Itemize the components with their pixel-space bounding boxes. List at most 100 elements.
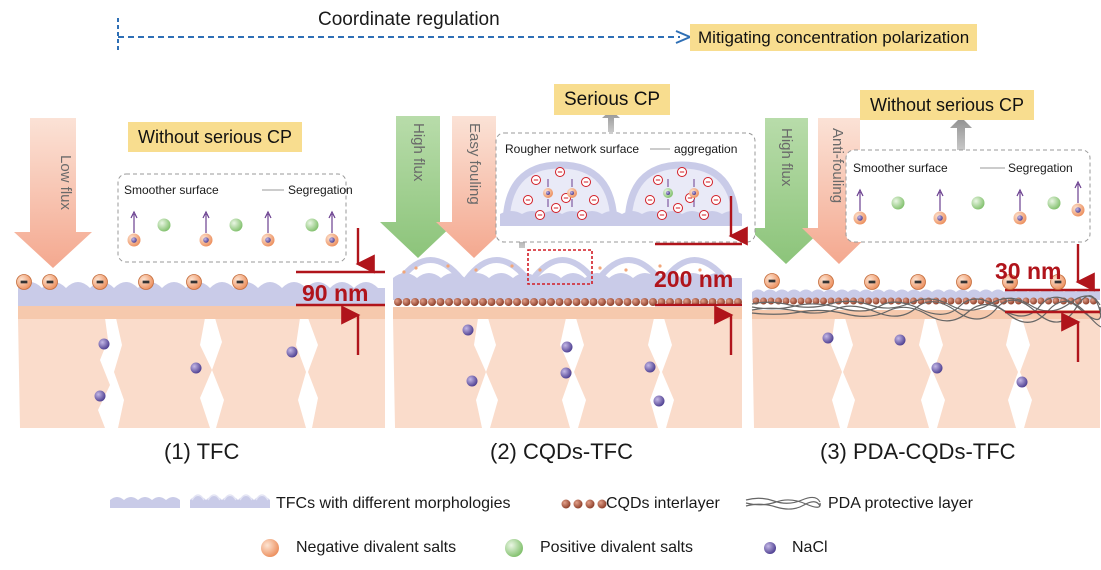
cqd-dot xyxy=(419,298,428,306)
nacl-ion xyxy=(466,375,478,387)
foulant-dot xyxy=(538,268,542,272)
cp-label-3: Without serious CP xyxy=(860,90,1035,120)
thickness-label-1: 90 nm xyxy=(302,280,369,306)
cqd-dot xyxy=(479,298,487,306)
negative-ion xyxy=(16,274,32,290)
cqd-dot xyxy=(470,298,479,306)
cqd-dot xyxy=(895,297,902,305)
nacl-ion xyxy=(822,332,834,344)
particles xyxy=(16,167,1085,557)
cqd-dot xyxy=(547,298,555,306)
foulant-dot xyxy=(658,264,662,268)
foulant-dot xyxy=(624,268,628,272)
negative-salt xyxy=(1071,180,1085,217)
tfc-layer-1 xyxy=(18,282,385,306)
cqd-dot xyxy=(436,298,445,306)
tfc-domes-2 xyxy=(397,257,729,282)
foulant-dot xyxy=(402,270,406,274)
charge-marker xyxy=(535,210,545,220)
negative-ion xyxy=(186,274,202,290)
negative-ion xyxy=(232,274,248,290)
negative-ion xyxy=(92,274,108,290)
charge-marker xyxy=(523,195,533,205)
foulant-dot xyxy=(598,266,602,270)
cp-arrow-3 xyxy=(950,117,972,150)
negative-ion xyxy=(138,274,154,290)
cqd-dot xyxy=(411,298,419,306)
charge-marker xyxy=(589,195,599,205)
legend-nacl-label: NaCl xyxy=(792,539,828,556)
negative-ion xyxy=(1002,274,1018,290)
charge-marker xyxy=(645,195,655,205)
charge-marker xyxy=(657,210,667,220)
cqd-dot xyxy=(887,297,895,305)
charge-marker xyxy=(577,210,587,220)
nacl-ion xyxy=(644,361,656,373)
positive-salt xyxy=(229,218,243,232)
inset-2-ion xyxy=(689,179,699,207)
cqd-dot xyxy=(805,297,812,305)
low-flux-label: Low flux xyxy=(57,155,74,211)
nacl-ion xyxy=(98,338,110,350)
cqd-dot xyxy=(1022,297,1030,305)
legend-nacl-icon xyxy=(764,542,776,554)
negative-ion xyxy=(864,274,880,290)
high-flux-label-3: High flux xyxy=(778,128,795,187)
thickness-marker-1 xyxy=(296,228,385,355)
inset-2-ion xyxy=(663,179,673,207)
positive-salt xyxy=(305,218,319,232)
inset-box-3 xyxy=(845,149,1091,243)
charge-marker xyxy=(653,175,663,185)
nacl-ion xyxy=(94,390,106,402)
cqd-dot xyxy=(955,297,962,305)
cqd-dot xyxy=(1082,297,1090,305)
negative-ion xyxy=(1050,274,1066,290)
inset-2-ion xyxy=(567,179,577,207)
cp-label-1: Without serious CP xyxy=(128,122,303,152)
charge-marker xyxy=(703,177,713,187)
nacl-ion xyxy=(894,334,906,346)
cqd-dot xyxy=(880,297,887,305)
legend-tfc-swatches xyxy=(110,494,270,508)
inset-3-right-label: Segregation xyxy=(1008,161,1073,175)
negative-ion xyxy=(956,274,972,290)
cqd-dot xyxy=(782,297,790,305)
cqd-dot xyxy=(835,297,842,305)
support-top-1 xyxy=(18,305,385,319)
legend-pda-swatch xyxy=(745,496,821,510)
cqd-dot xyxy=(932,297,940,305)
thickness-marker-2 xyxy=(655,196,748,355)
foulant-dot xyxy=(446,264,450,268)
cqd-dot xyxy=(606,298,615,306)
legend-pda-label: PDA protective layer xyxy=(828,495,973,512)
low-flux-arrow xyxy=(14,118,92,268)
charge-marker xyxy=(555,167,565,177)
cqd-dot xyxy=(1030,297,1037,305)
negative-salt xyxy=(325,210,339,247)
high-flux-arrow-3 xyxy=(748,118,824,264)
cqd-dot xyxy=(513,298,521,306)
cqd-dot xyxy=(947,297,955,305)
positive-salt xyxy=(891,196,905,210)
positive-salt xyxy=(157,218,171,232)
nacl-ion xyxy=(462,324,474,336)
tfc-layer-3 xyxy=(752,289,1100,300)
cqd-dot xyxy=(1007,297,1015,305)
legend-cqds-label: CQDs interlayer xyxy=(606,495,720,512)
thickness-label-2: 200 nm xyxy=(654,266,734,292)
cqd-dot xyxy=(760,297,767,305)
cqd-dot xyxy=(555,298,564,306)
thickness-marker-3 xyxy=(1005,244,1100,362)
negative-ion xyxy=(764,273,780,289)
panel-2-title: (2) CQDs-TFC xyxy=(490,439,633,464)
negative-salt xyxy=(127,210,141,247)
inset-1-right-label: Segregation xyxy=(288,183,353,197)
coordinate-regulation-label: Coordinate regulation xyxy=(318,9,500,30)
cqd-dot xyxy=(564,298,572,306)
anti-fouling-label: Anti-fouling xyxy=(829,128,846,204)
inset-box-1 xyxy=(117,173,347,263)
charge-marker xyxy=(531,175,541,185)
cqd-dot xyxy=(504,298,513,306)
